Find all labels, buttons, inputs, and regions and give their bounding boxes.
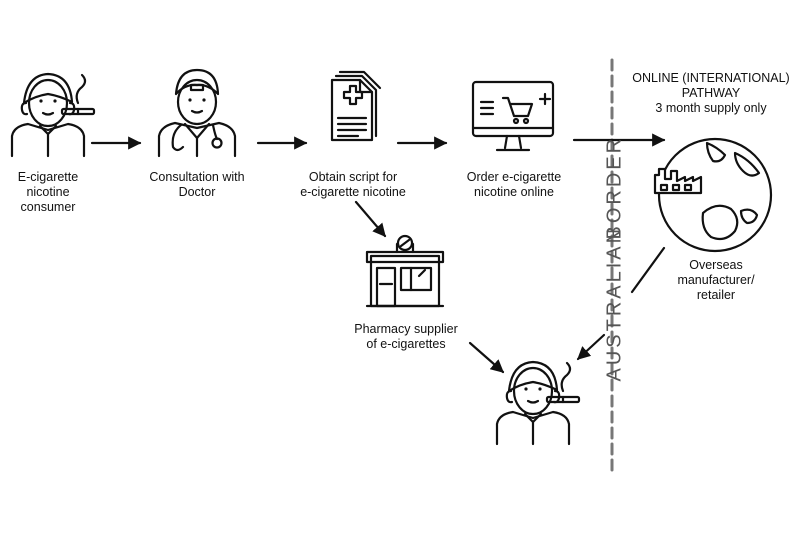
online-shopping-cart-icon [471,80,555,152]
border-label-border: BORDER [603,135,626,240]
globe-factory-icon [653,137,773,253]
arrow-pharmacy-to-user [468,341,505,374]
overseas-label: Overseas manufacturer/ retailer [677,258,755,302]
script-label: Obtain script for e-cigarette nicotine [300,170,406,199]
pharmacy-store-icon [365,234,445,308]
doctor-icon [157,68,237,158]
arrow-overseas-to-user [576,333,606,361]
border-label-australian: AUSTRALIAN [603,225,626,382]
consumer-label: E-cigarette nicotine consumer [17,170,79,214]
pharmacy-label: Pharmacy supplier of e-cigarettes [354,322,458,351]
person-vaping-icon [10,72,96,158]
arrow-script-to-pharmacy [354,200,387,238]
person-vaping-icon [495,360,581,446]
overseas-connector-line [630,246,666,294]
online-pathway-label: ONLINE (INTERNATIONAL) PATHWAY 3 month s… [632,71,790,115]
order-label: Order e-cigarette nicotine online [466,170,562,199]
doctor-label: Consultation with Doctor [149,170,245,199]
prescription-document-icon [330,70,382,142]
